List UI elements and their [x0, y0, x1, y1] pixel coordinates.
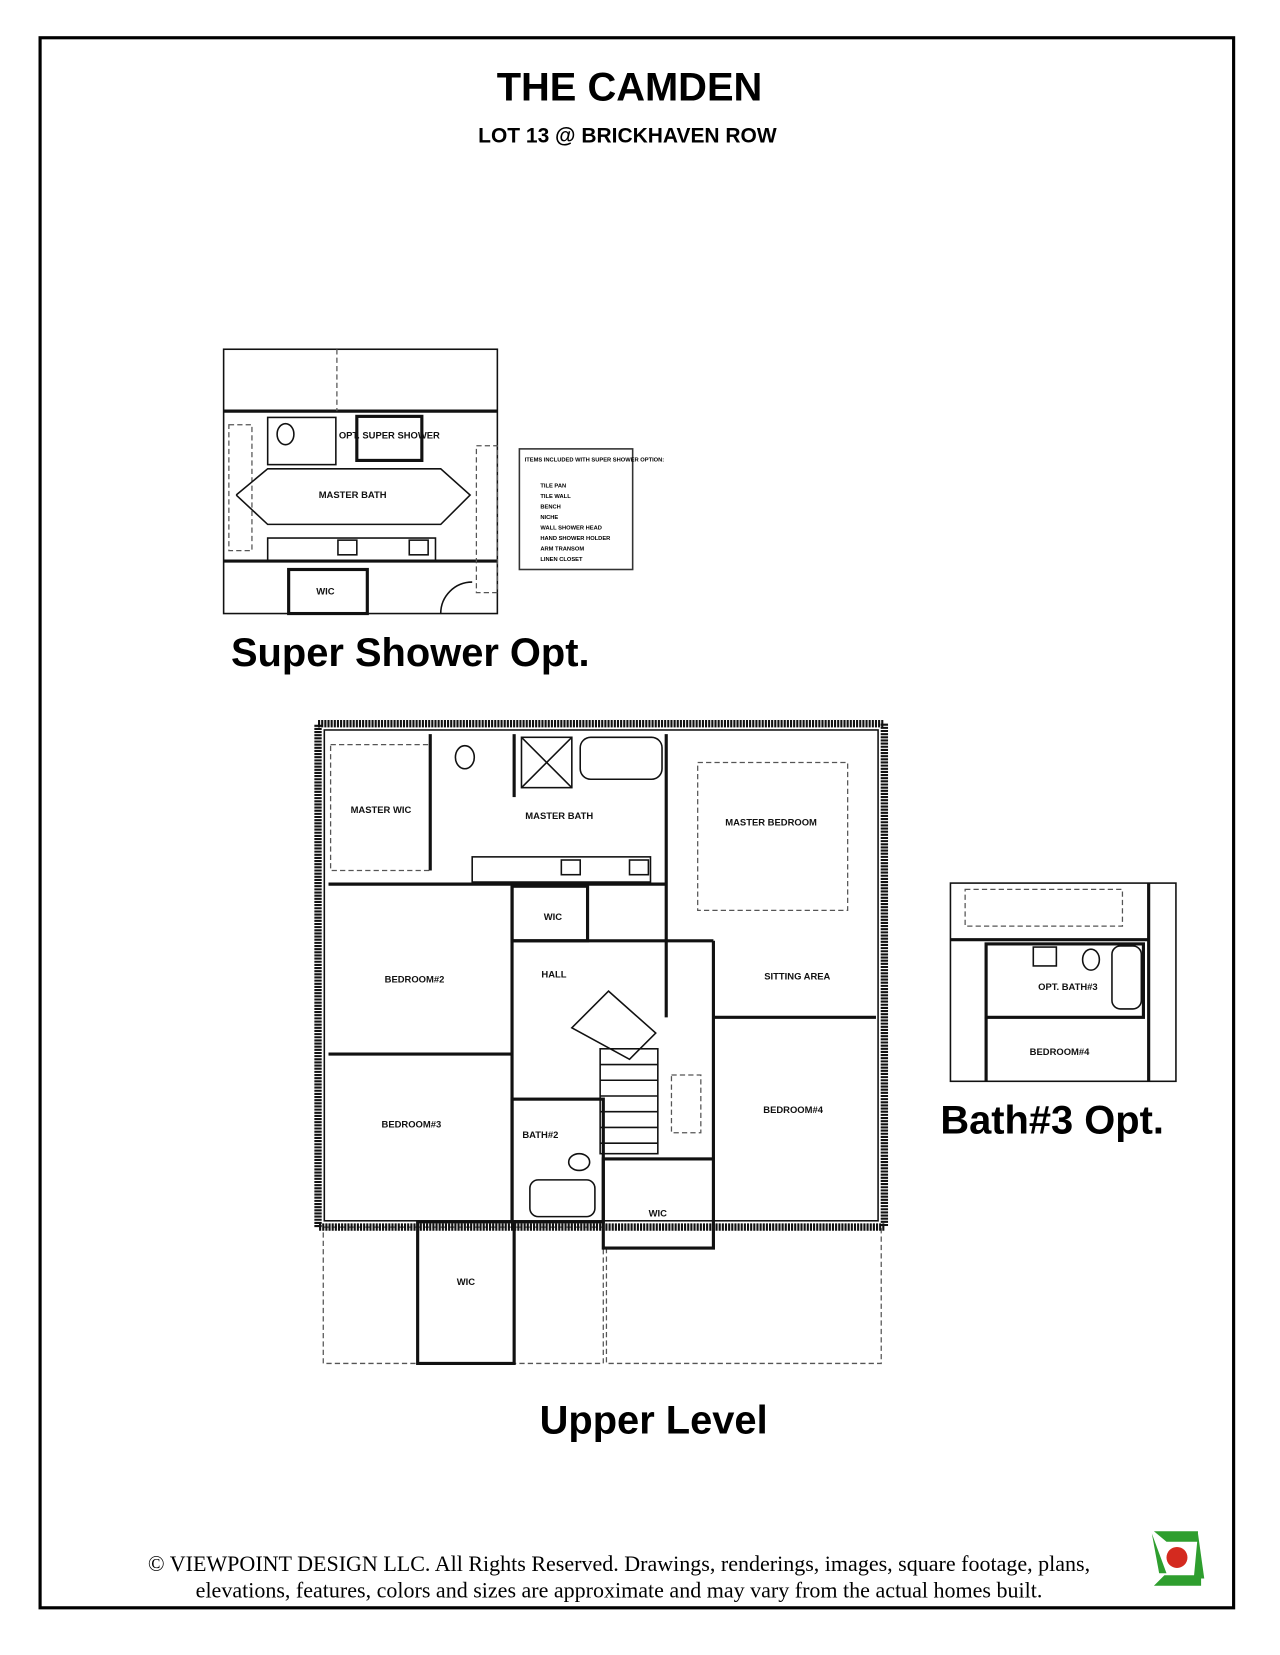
- super-shower-notes: ITEMS INCLUDED WITH SUPER SHOWER OPTION:…: [518, 448, 665, 571]
- svg-text:HALL: HALL: [541, 968, 566, 979]
- svg-text:BEDROOM#4: BEDROOM#4: [763, 1104, 823, 1115]
- svg-text:BEDROOM#3: BEDROOM#3: [382, 1118, 442, 1129]
- svg-text:OPT. BATH#3: OPT. BATH#3: [1038, 981, 1098, 992]
- upper-level-plan: MASTER WIC MASTER BATH MASTER BEDROOM WI…: [314, 719, 889, 1366]
- svg-text:WIC: WIC: [457, 1276, 476, 1287]
- svg-text:SITTING AREA: SITTING AREA: [764, 971, 830, 982]
- page-border: [38, 36, 1236, 1610]
- bath3-caption: Bath#3 Opt.: [940, 1099, 1164, 1143]
- svg-text:ITEMS INCLUDED WITH SUPER SHOW: ITEMS INCLUDED WITH SUPER SHOWER OPTION:: [525, 457, 665, 463]
- svg-text:BATH#2: BATH#2: [522, 1129, 558, 1140]
- copyright-line-1: © VIEWPOINT DESIGN LLC. All Rights Reser…: [148, 1551, 1090, 1576]
- super-shower-caption: Super Shower Opt.: [231, 631, 590, 675]
- super-shower-plan: MASTER BATH WIC OPT. SUPER SHOWER: [222, 348, 499, 616]
- svg-text:MASTER BATH: MASTER BATH: [319, 489, 387, 500]
- svg-text:BEDROOM#4: BEDROOM#4: [1030, 1046, 1090, 1057]
- svg-text:MASTER WIC: MASTER WIC: [351, 804, 412, 815]
- upper-level-caption: Upper Level: [540, 1399, 768, 1443]
- note-item: NICHE: [540, 515, 558, 521]
- note-item: LINEN CLOSET: [540, 557, 583, 563]
- svg-text:MASTER BEDROOM: MASTER BEDROOM: [725, 816, 817, 827]
- note-item: TILE WALL: [540, 494, 571, 500]
- plan-title: THE CAMDEN: [497, 66, 763, 110]
- note-item: TILE PAN: [540, 484, 566, 490]
- bath3-plan: OPT. BATH#3 BEDROOM#4: [949, 882, 1177, 1083]
- svg-text:MASTER BATH: MASTER BATH: [525, 810, 593, 821]
- plan-subtitle: LOT 13 @ BRICKHAVEN ROW: [478, 125, 777, 148]
- svg-text:OPT. SUPER SHOWER: OPT. SUPER SHOWER: [339, 429, 440, 440]
- viewpoint-design-logo: [1151, 1531, 1205, 1586]
- svg-text:WIC: WIC: [649, 1208, 668, 1219]
- svg-text:BEDROOM#2: BEDROOM#2: [385, 974, 445, 985]
- note-item: HAND SHOWER HOLDER: [540, 536, 611, 542]
- note-item: WALL SHOWER HEAD: [540, 526, 602, 532]
- copyright-line-2: elevations, features, colors and sizes a…: [196, 1577, 1043, 1602]
- note-item: BENCH: [540, 505, 560, 511]
- svg-text:WIC: WIC: [544, 911, 563, 922]
- note-item: ARM TRANSOM: [540, 547, 584, 553]
- svg-text:WIC: WIC: [316, 586, 335, 597]
